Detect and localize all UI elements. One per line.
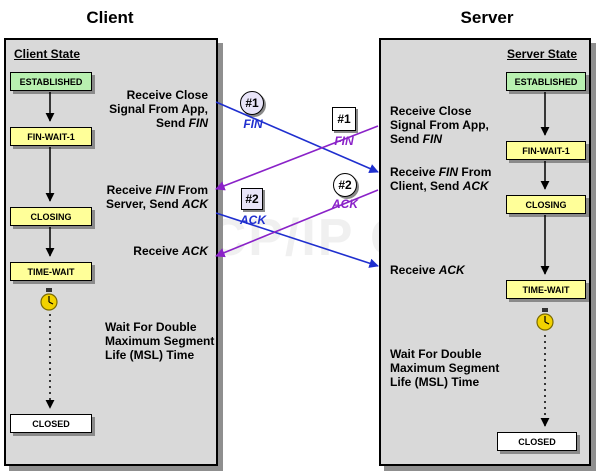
client-state-closed: CLOSED — [10, 414, 92, 433]
server-ack-badge: #2 — [333, 173, 357, 197]
client-close-desc: Receive Close Signal From App, Send FIN — [109, 88, 208, 130]
client-fin-badge: #1 — [240, 91, 264, 115]
server-fin-segment-arrow — [215, 125, 379, 191]
server-ack-segment-arrow — [215, 189, 379, 258]
server-receive-ack-desc: Receive ACK — [390, 263, 465, 277]
client-state-title: Client State — [14, 47, 81, 61]
client-receive-ack-desc: Receive ACK — [133, 244, 208, 258]
client-receive-fin-desc: Receive FIN From Server, Send ACK — [105, 183, 208, 211]
server-fin-badge: #1 — [332, 107, 356, 131]
server-state-closing: CLOSING — [506, 195, 586, 214]
client-panel — [4, 38, 218, 466]
client-state-closing: CLOSING — [10, 207, 92, 226]
server-wait-desc: Wait For Double Maximum Segment Life (MS… — [390, 347, 500, 389]
server-stopwatch-icon — [536, 308, 554, 331]
server-state-established: ESTABLISHED — [506, 72, 586, 91]
client-state-time-wait: TIME-WAIT — [10, 262, 92, 281]
client-heading: Client — [86, 8, 134, 27]
server-panel — [379, 38, 591, 466]
server-state-fin-wait-1: FIN-WAIT-1 — [506, 141, 586, 160]
client-ack-segment-arrow — [215, 212, 379, 268]
server-state-closed: CLOSED — [497, 432, 577, 451]
client-wait-desc: Wait For Double Maximum Segment Life (MS… — [105, 320, 215, 362]
client-stopwatch-icon — [40, 288, 58, 311]
client-state-established: ESTABLISHED — [10, 72, 92, 91]
client-ack-badge: #2 — [241, 188, 263, 210]
server-heading: Server — [460, 8, 514, 27]
server-state-title: Server State — [507, 47, 578, 61]
client-fin-segment-arrow — [215, 101, 379, 173]
server-receive-fin-desc: Receive FIN From Client, Send ACK — [390, 165, 492, 193]
client-state-fin-wait-1: FIN-WAIT-1 — [10, 127, 92, 146]
server-close-desc: Receive Close Signal From App, Send FIN — [390, 104, 489, 146]
server-state-time-wait: TIME-WAIT — [506, 280, 586, 299]
